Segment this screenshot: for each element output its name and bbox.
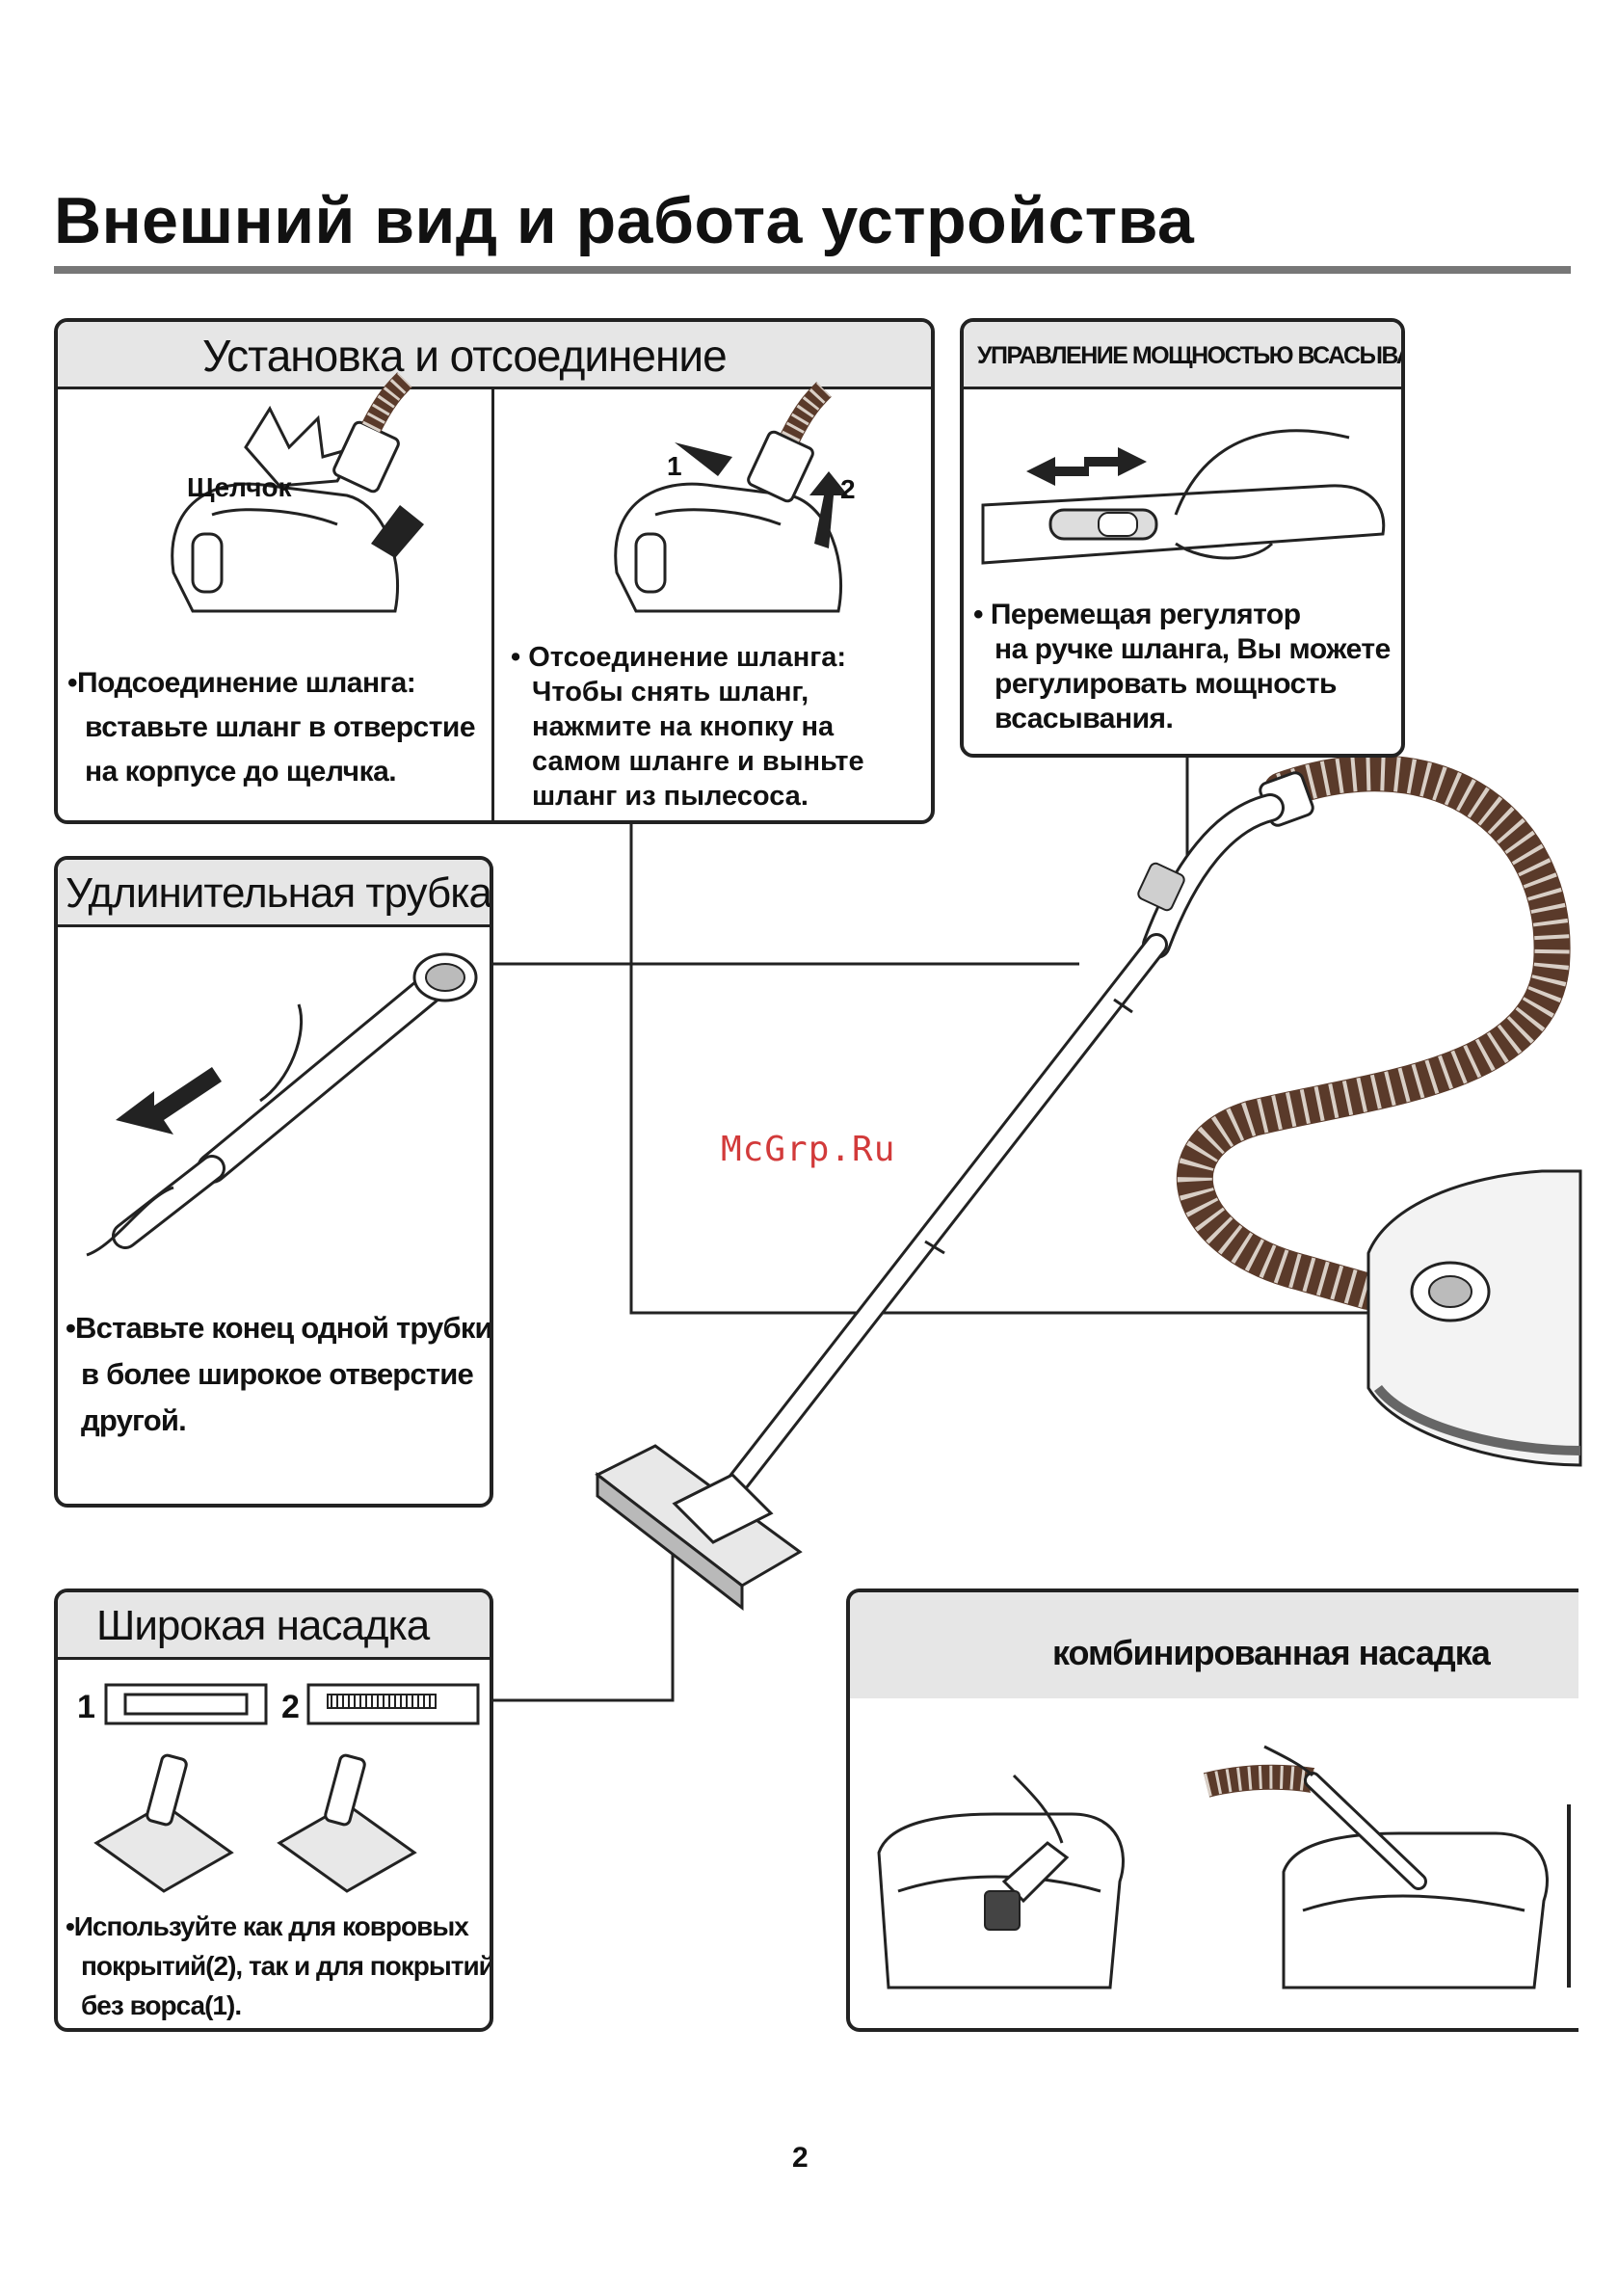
extension-line: другой. [81,1403,187,1437]
click-label: Щелчок [187,472,292,502]
suction-line: на ручке шланга, Вы можете [995,633,1391,665]
disconnect-line: шланг из пылесоса. [532,781,809,812]
connect-instructions: •Подсоединение шланга: вставьте шланг в … [67,661,476,794]
suction-slider-illustration [981,429,1386,565]
suction-line: • Перемещая регулятор [973,599,1301,630]
mode2-label: 2 [281,1689,300,1725]
connect-line: •Подсоединение шланга: [67,667,416,699]
wide-nozzle-heading: Широкая насадка [58,1592,490,1660]
wide-nozzle-panel: Широкая насадка 1 2 •Используйте как для… [54,1589,493,2032]
install-detach-heading: Установка и отсоединение [58,322,931,389]
hose-connect-illustration [171,372,424,613]
disconnect-line: нажмите на кнопку на [532,711,835,742]
wide-nozzle-line: покрытий(2), так и для покрытий [81,1951,493,1981]
title-rule [54,266,1571,274]
step2-label: 2 [840,474,856,504]
disconnect-instructions: • Отсоединение шланга: Чтобы снять шланг… [511,640,864,814]
flat-floor-mode-icon [104,1683,268,1725]
suction-control-heading: УПРАВЛЕНИЕ МОЩНОСТЬЮ ВСАСЫВАНИЯ [964,322,1401,389]
wide-nozzle-line: •Используйте как для ковровых [66,1911,469,1941]
disconnect-line: самом шланге и выньте [532,746,864,777]
connect-line: вставьте шланг в отверстие [85,711,476,743]
page-number: 2 [792,2142,809,2174]
extension-tube-illustration [86,952,478,1257]
wide-nozzle-illustration [93,1753,417,1893]
step1-label: 1 [667,451,682,481]
extension-line: •Вставьте конец одной трубки [66,1311,492,1345]
hose-detach-illustration [614,382,848,613]
mode1-label: 1 [77,1689,95,1725]
carpet-mode-icon [306,1683,480,1725]
wide-nozzle-instructions: •Используйте как для ковровых покрытий(2… [66,1907,493,2025]
combo-nozzle-panel: комбинированная насадка [846,1589,1578,2032]
install-divider [491,389,494,820]
wide-nozzle-line: без ворса(1). [81,1990,242,2020]
suction-line: всасывания. [995,703,1174,734]
extension-tube-panel: Удлинительная трубка •Вставьте конец одн… [54,856,493,1508]
suction-line: регулировать мощность [995,668,1337,700]
watermark: McGrp.Ru [721,1130,896,1169]
connect-line: на корпусе до щелчка. [85,756,397,788]
combo-nozzle-heading: комбинированная насадка [850,1592,1578,1698]
suction-instructions: • Перемещая регулятор на ручке шланга, В… [973,598,1391,736]
install-detach-panel: Установка и отсоединение Щелчок 1 2 • [54,318,935,824]
page-title: Внешний вид и работа устройства [54,184,1195,257]
disconnect-line: Чтобы снять шланг, [532,677,809,707]
suction-control-panel: УПРАВЛЕНИЕ МОЩНОСТЬЮ ВСАСЫВАНИЯ • Переме… [960,318,1405,758]
extension-tube-heading: Удлинительная трубка [58,860,490,927]
extension-line: в более широкое отверстие [81,1357,474,1391]
disconnect-line: • Отсоединение шланга: [511,642,847,673]
combo-nozzle-illustration [877,1745,1571,1989]
extension-instructions: •Вставьте конец одной трубки в более шир… [66,1305,492,1444]
